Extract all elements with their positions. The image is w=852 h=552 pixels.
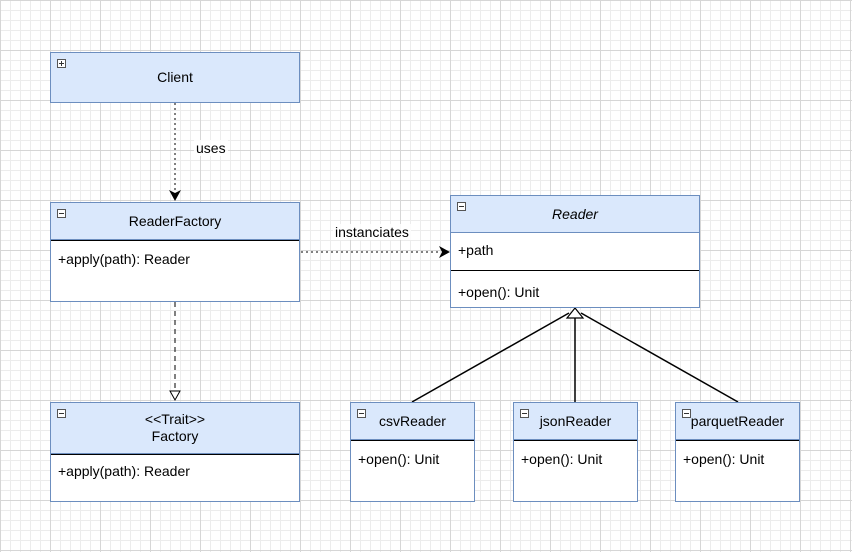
csv-reader-generalization-edge[interactable] [411,312,570,403]
client-class[interactable]: Client [50,52,300,103]
divider [51,240,299,244]
factory-trait-class[interactable]: <<Trait>> Factory +apply(path): Reader [50,402,300,502]
implements-arrowhead [169,390,181,402]
parquet-reader-generalization-edge[interactable] [580,312,739,403]
csv-reader-class-name: csvReader [379,412,446,429]
reader-class[interactable]: Reader +path +open(): Unit [450,195,700,308]
json-reader-method: +open(): Unit [521,451,603,467]
divider [51,454,299,458]
collapse-icon[interactable] [520,409,529,418]
factory-method: +apply(path): Reader [58,463,190,479]
collapse-icon[interactable] [57,409,66,418]
uses-arrowhead [169,190,181,201]
parquet-reader-class-name: parquetReader [690,412,785,429]
client-class-name: Client [157,69,193,85]
json-reader-class-name: jsonReader [539,412,612,429]
parquet-reader-method: +open(): Unit [683,451,765,467]
csv-reader-method: +open(): Unit [358,451,440,467]
instanciates-label: instanciates [333,224,411,240]
divider [451,270,699,277]
factory-stereotype: <<Trait>> [144,411,206,427]
divider [514,440,637,444]
generalization-arrowhead [565,307,585,319]
factory-class-name: Factory [151,428,199,444]
uses-label: uses [194,140,228,156]
reader-method: +open(): Unit [458,284,540,300]
reader-class-name: Reader [552,205,598,222]
collapse-icon[interactable] [57,209,66,218]
instanciates-arrowhead [439,246,450,258]
csv-reader-class[interactable]: csvReader +open(): Unit [350,402,475,502]
divider [351,440,474,444]
reader-factory-class-name: ReaderFactory [128,212,222,229]
expand-icon[interactable] [57,59,66,68]
collapse-icon[interactable] [682,409,691,418]
collapse-icon[interactable] [357,409,366,418]
parquet-reader-class[interactable]: parquetReader +open(): Unit [675,402,800,502]
reader-factory-class[interactable]: ReaderFactory +apply(path): Reader [50,202,300,302]
divider [676,440,799,444]
reader-attribute: +path [458,242,494,258]
collapse-icon[interactable] [457,202,466,211]
json-reader-class[interactable]: jsonReader +open(): Unit [513,402,638,502]
reader-factory-method: +apply(path): Reader [58,251,190,267]
